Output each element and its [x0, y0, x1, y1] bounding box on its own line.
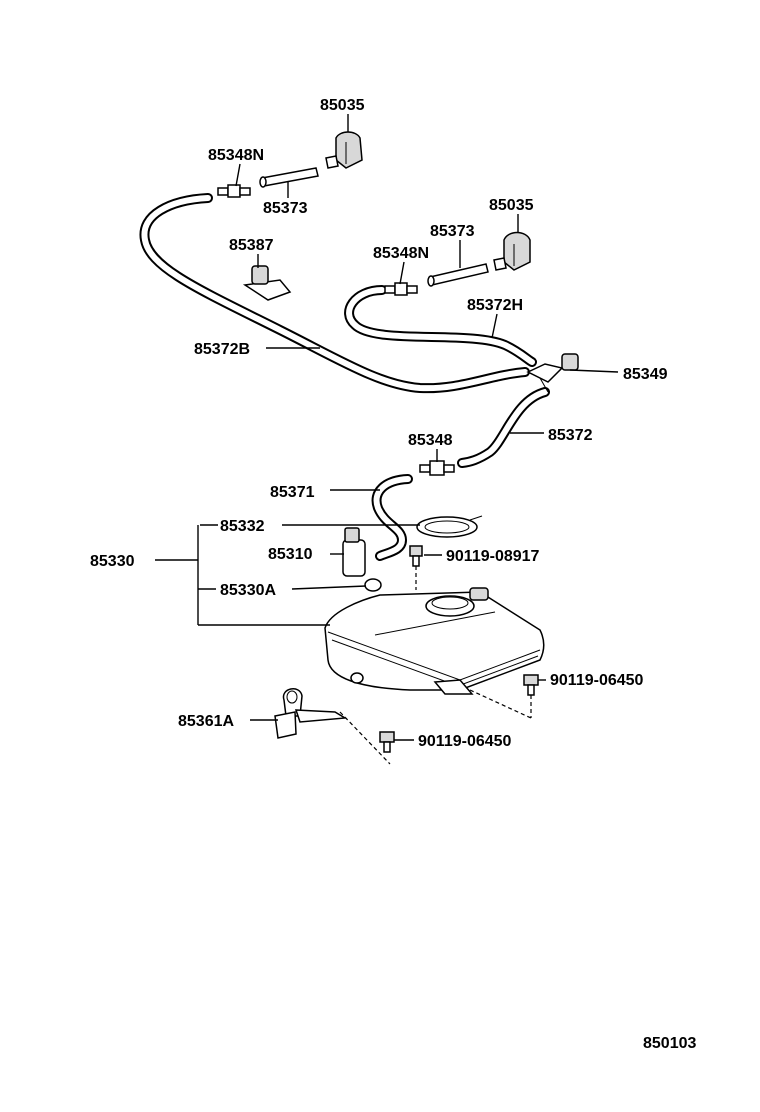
label-tank-assy: 85330 — [90, 553, 135, 570]
label-nozzle-right: 85035 — [320, 97, 365, 114]
hose-85372H — [344, 285, 537, 367]
joint-85349 — [526, 353, 579, 393]
label-hose-b: 85372B — [194, 341, 250, 358]
pump-motor-85310 — [342, 527, 382, 592]
label-bracket: 85361A — [178, 713, 234, 730]
clamp-85387 — [242, 265, 292, 301]
label-hose-main: 85372 — [548, 427, 593, 444]
label-hose-short-right: 85373 — [430, 223, 475, 240]
label-connector: 85348 — [408, 432, 453, 449]
hose-85373-left — [259, 167, 319, 188]
label-connector-n-right: 85348N — [373, 245, 429, 262]
hose-85373-right — [427, 263, 489, 287]
figure-code: 850103 — [643, 1035, 696, 1052]
label-joint: 85349 — [623, 366, 668, 383]
bracket-85361A — [274, 688, 391, 765]
connector-85348N-left — [217, 184, 251, 198]
leader-lines — [155, 114, 619, 741]
label-hose-h: 85372H — [467, 297, 523, 314]
hose-85372B — [139, 193, 530, 394]
hose-85372 — [457, 387, 550, 468]
label-tank-sub: 85330A — [220, 582, 276, 599]
label-bolt-upper: 90119-08917 — [446, 548, 540, 565]
tank-85330 — [324, 587, 545, 695]
label-connector-n-left: 85348N — [208, 147, 264, 164]
label-clamp: 85387 — [229, 237, 274, 254]
label-nozzle-left: 85035 — [489, 197, 534, 214]
label-bolt-lower: 90119-06450 — [418, 733, 512, 750]
bolt-90119-06450-lower — [379, 731, 395, 753]
connector-85348 — [419, 460, 455, 476]
hose-85371 — [371, 474, 413, 561]
nozzle-85035-left — [493, 231, 531, 271]
label-bolt-right: 90119-06450 — [550, 672, 644, 689]
bolt-90119-08917 — [409, 545, 423, 590]
label-hose-pump: 85371 — [270, 484, 315, 501]
connector-85348N-right — [384, 282, 418, 296]
label-gasket: 85332 — [220, 518, 265, 535]
label-pump-motor: 85310 — [268, 546, 313, 563]
gasket-85332 — [416, 515, 483, 538]
nozzle-85035-right — [325, 131, 363, 169]
label-hose-short-left: 85373 — [263, 200, 308, 217]
